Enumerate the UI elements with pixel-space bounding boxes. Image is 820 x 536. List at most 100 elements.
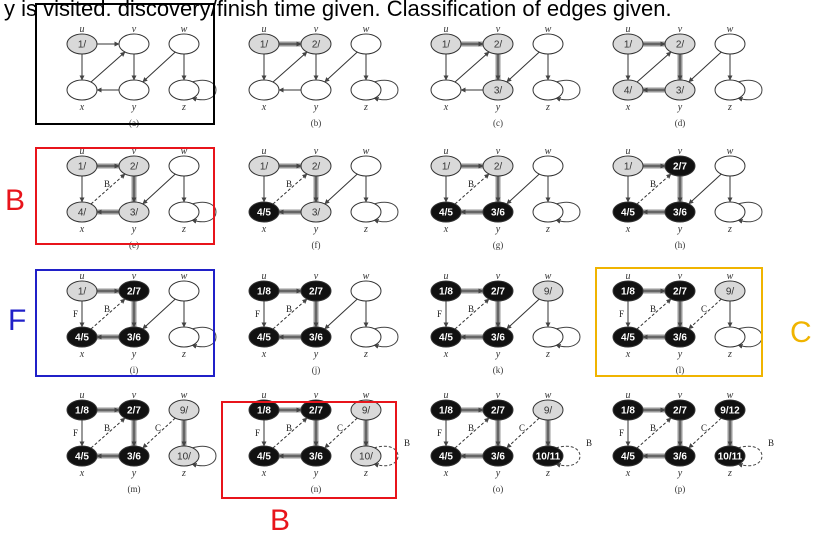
vertex-name-label: u xyxy=(626,146,631,157)
vertex-u xyxy=(430,155,462,177)
graph-edge xyxy=(636,173,672,205)
vertex-name-label: y xyxy=(131,102,137,113)
edge-class-label: B xyxy=(404,438,410,448)
vertex-z xyxy=(532,445,564,467)
edge-class-label: F xyxy=(255,428,260,438)
vertex-name-label: w xyxy=(727,271,734,282)
vertex-v xyxy=(300,280,332,302)
vertex-name-label: x xyxy=(79,102,85,113)
vertex-v xyxy=(118,399,150,421)
graph-edge xyxy=(272,417,308,449)
vertex-name-label: v xyxy=(132,24,137,35)
step-caption: (l) xyxy=(676,365,685,375)
vertex-name-label: x xyxy=(625,349,631,360)
vertex-y xyxy=(664,326,696,348)
cut-off-heading-text: y is visited. discovery/finish time give… xyxy=(4,0,672,21)
vertex-time-label: 2/ xyxy=(494,40,503,51)
vertex-x xyxy=(66,326,98,348)
vertex-name-label: x xyxy=(443,224,449,235)
vertex-name-label: x xyxy=(79,224,85,235)
vertex-x xyxy=(612,326,644,348)
vertex-name-label: y xyxy=(495,102,501,113)
vertex-name-label: w xyxy=(363,24,370,35)
vertex-name-label: w xyxy=(727,146,734,157)
vertex-u xyxy=(612,280,644,302)
vertex-name-label: u xyxy=(626,271,631,282)
vertex-time-label: 2/7 xyxy=(127,287,141,298)
vertex-time-label: 2/7 xyxy=(127,406,141,417)
step-caption: (i) xyxy=(130,365,139,375)
vertex-x xyxy=(248,326,280,348)
step-caption: (d) xyxy=(675,118,686,128)
graph-edge xyxy=(324,51,358,83)
vertex-w xyxy=(168,399,200,421)
vertex-time-label: 2/7 xyxy=(491,406,505,417)
vertex-name-label: v xyxy=(132,390,137,401)
self-loop-edge xyxy=(555,201,581,224)
self-loop-edge xyxy=(555,326,581,349)
vertex-name-label: y xyxy=(313,102,319,113)
graph-edge xyxy=(454,51,490,83)
step-caption: (p) xyxy=(675,484,686,494)
vertex-y xyxy=(118,79,150,101)
edge-class-label: F xyxy=(73,428,78,438)
vertex-time-label: 2/ xyxy=(312,162,321,173)
graph-edge xyxy=(272,173,308,205)
vertex-y xyxy=(482,201,514,223)
vertex-v xyxy=(482,280,514,302)
graph-edge xyxy=(272,51,308,83)
graph-edge xyxy=(142,173,176,205)
step-caption: (f) xyxy=(312,240,321,250)
vertex-y xyxy=(300,445,332,467)
vertex-u xyxy=(430,33,462,55)
edge-class-label: F xyxy=(619,309,624,319)
vertex-z xyxy=(168,326,200,348)
vertex-time-label: 4/5 xyxy=(75,452,89,463)
vertex-time-label: 1/8 xyxy=(621,406,635,417)
vertex-name-label: z xyxy=(363,468,368,479)
vertex-time-label: 1/8 xyxy=(75,406,89,417)
edge-class-label: F xyxy=(437,428,442,438)
vertex-name-label: v xyxy=(678,24,683,35)
vertex-v xyxy=(118,33,150,55)
vertex-v xyxy=(482,33,514,55)
highlight-box xyxy=(35,269,215,377)
graph-edge xyxy=(688,173,722,205)
vertex-name-label: v xyxy=(496,390,501,401)
vertex-w xyxy=(532,280,564,302)
vertex-name-label: u xyxy=(80,24,85,35)
vertex-time-label: 3/ xyxy=(130,208,139,219)
edge-class-label: B xyxy=(104,423,110,433)
vertex-name-label: x xyxy=(261,468,267,479)
vertex-time-label: 10/11 xyxy=(718,452,743,463)
vertex-u xyxy=(66,280,98,302)
vertex-time-label: 2/ xyxy=(676,40,685,51)
vertex-x xyxy=(612,445,644,467)
graph-edge xyxy=(506,173,540,205)
vertex-time-label: 2/7 xyxy=(673,162,687,173)
vertex-z xyxy=(532,201,564,223)
vertex-time-label: 3/6 xyxy=(491,333,505,344)
vertex-u xyxy=(248,399,280,421)
vertex-time-label: 9/ xyxy=(544,406,553,417)
vertex-name-label: u xyxy=(80,271,85,282)
vertex-z xyxy=(532,79,564,101)
highlight-box xyxy=(221,401,397,499)
vertex-y xyxy=(118,445,150,467)
vertex-name-label: x xyxy=(625,224,631,235)
vertex-time-label: 1/8 xyxy=(257,406,271,417)
vertex-u xyxy=(66,155,98,177)
vertex-name-label: x xyxy=(625,102,631,113)
vertex-u xyxy=(66,33,98,55)
vertex-z xyxy=(350,445,382,467)
vertex-time-label: 3/6 xyxy=(673,208,687,219)
step-caption: (o) xyxy=(493,484,504,494)
vertex-u xyxy=(612,155,644,177)
vertex-name-label: w xyxy=(545,24,552,35)
vertex-time-label: 3/ xyxy=(312,208,321,219)
vertex-time-label: 3/6 xyxy=(309,333,323,344)
vertex-v xyxy=(664,280,696,302)
edge-class-label: B xyxy=(650,179,656,189)
self-loop-edge xyxy=(373,201,399,224)
